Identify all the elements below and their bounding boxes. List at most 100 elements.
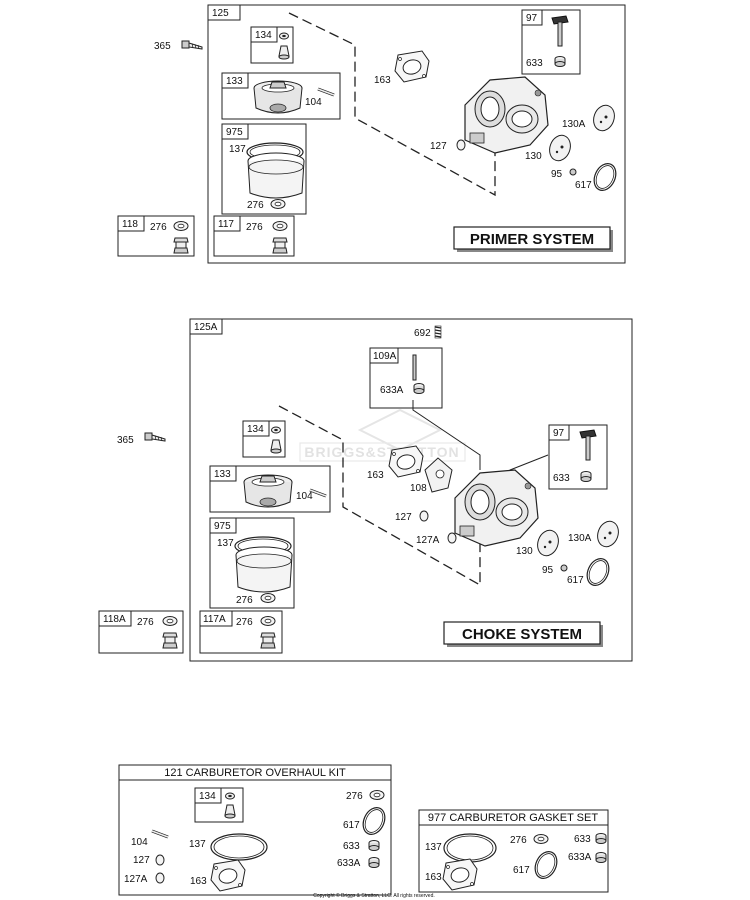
valve-icon (456, 139, 466, 151)
bowl-cup-icon (235, 546, 293, 593)
valve-icon (419, 510, 429, 522)
idle-jet-icon (272, 237, 288, 254)
valve-label: 127 (430, 141, 447, 152)
primer-valve-icon (270, 439, 282, 454)
choke-screw-label: 95 (542, 565, 554, 576)
choke-section: 125A BRIGGS&STRATTON 692 109A 633A 365 1… (98, 318, 633, 662)
idle-jet-washer-label: 276 (246, 222, 263, 233)
kit-gasket-label: 163 (190, 876, 207, 887)
throttle-shaft-kit-box (521, 9, 581, 75)
bowl-gasket-label: 137 (229, 144, 246, 155)
throttle-plate-icon (593, 517, 623, 551)
throttle-shaft-icon (579, 429, 597, 461)
washer-icon (369, 790, 385, 800)
carburetor-body-icon (454, 469, 539, 547)
seal-icon (368, 857, 380, 868)
choke-main-jet-washer-label: 276 (137, 617, 154, 628)
gasket-set-frame (418, 809, 609, 893)
seal-icon (554, 56, 566, 67)
seal-icon (595, 833, 607, 844)
idle-jet-kit-box (199, 610, 283, 654)
ring-icon (358, 803, 390, 839)
watermark-text: BRIGGS&STRATTON (304, 444, 459, 460)
bowl-gasket-kit-label: 975 (226, 127, 243, 138)
choke-assembly-frame (189, 318, 633, 662)
main-jet-kit-box (98, 610, 184, 654)
ring-icon (589, 159, 621, 195)
choke-shaft-icon (412, 354, 417, 381)
kit-ring-label: 617 (343, 820, 360, 831)
copyright-notice: Copyright © Briggs & Stratton, LLC. All … (313, 892, 435, 899)
ring-label: 617 (575, 180, 592, 191)
choke-throttle-shaft-kit-label: 97 (553, 428, 565, 439)
main-jet-icon (162, 632, 178, 649)
washer-icon (162, 616, 178, 626)
valve-icon (155, 854, 165, 866)
ring-icon (582, 554, 614, 590)
overhaul-kit-title: 121 CARBURETOR OVERHAUL KIT (164, 767, 346, 779)
primer-bulb-icon (225, 792, 235, 800)
overhaul-kit-frame (118, 764, 392, 896)
kit-valve-label: 127 (133, 855, 150, 866)
bowl-kit-box (221, 72, 341, 120)
pin-label: 104 (305, 97, 322, 108)
main-jet-kit-box (117, 215, 195, 257)
pin-icon (150, 829, 170, 839)
choke-bowl-gasket-kit-label: 975 (214, 521, 231, 532)
leader-line (412, 400, 481, 470)
choke-plate-a-label: 130A (568, 533, 592, 544)
idle-jet-kit-label: 117 (218, 219, 234, 230)
bolt-icon (181, 40, 203, 50)
washer-icon (260, 616, 276, 626)
bowl-gasket-icon (210, 833, 268, 861)
ring-icon (530, 847, 562, 883)
washer-icon (173, 221, 189, 231)
kit-seal-a-label: 633A (337, 858, 361, 869)
primer-assembly-frame (207, 4, 626, 264)
kit-pin-label: 104 (131, 837, 148, 848)
primer-section: 125 365 134 133 104 975 137 276 118 276 (117, 4, 626, 264)
set-gasket-label: 163 (425, 872, 442, 883)
choke-title-box (443, 621, 601, 645)
primer-title: PRIMER SYSTEM (470, 231, 594, 248)
set-ring-label: 617 (513, 865, 530, 876)
screw-icon (560, 564, 568, 572)
choke-ring-label: 617 (567, 575, 584, 586)
set-seal-label: 633 (574, 834, 591, 845)
valve-icon (155, 872, 165, 884)
bowl-cup-icon (247, 152, 305, 199)
float-bowl-icon (243, 474, 293, 508)
leader-line (278, 405, 481, 587)
washer-icon (270, 199, 286, 209)
set-seal-a-label: 633A (568, 852, 592, 863)
bowl-gasket-icon (443, 833, 497, 863)
bowl-kit-box (209, 465, 331, 513)
main-jet-icon (173, 237, 189, 254)
choke-shaft-kit-label: 109A (373, 351, 397, 362)
washer-icon (260, 593, 276, 603)
pin-icon (316, 87, 336, 97)
bowl-gasket-kit-box (209, 517, 295, 609)
gasket-label: 163 (374, 75, 391, 86)
primer-valve-icon (278, 45, 290, 60)
primer-bulb-icon (279, 32, 289, 40)
main-jet-kit-label: 118 (122, 219, 138, 230)
gasket-icon (394, 50, 430, 83)
primer-title-box (453, 226, 611, 250)
idle-jet-icon (260, 632, 276, 649)
choke-valve-a-label: 127A (416, 535, 440, 546)
kit-washer-label: 276 (346, 791, 363, 802)
primer-kit-label: 134 (255, 30, 272, 41)
valve-icon (447, 532, 457, 544)
primer-bulb-icon (271, 426, 281, 434)
spring-label: 692 (414, 328, 431, 339)
washer-icon (533, 834, 549, 844)
choke-idle-jet-kit-label: 117A (203, 614, 226, 625)
choke-pin-label: 104 (296, 491, 313, 502)
choke-gasket-label: 163 (367, 470, 384, 481)
set-washer-label: 276 (510, 835, 527, 846)
gasket-set-section: 977 CARBURETOR GASKET SET 137 276 633 61… (418, 809, 609, 893)
choke-primer-kit-label: 134 (247, 424, 264, 435)
throttle-shaft-kit-box (548, 424, 608, 490)
